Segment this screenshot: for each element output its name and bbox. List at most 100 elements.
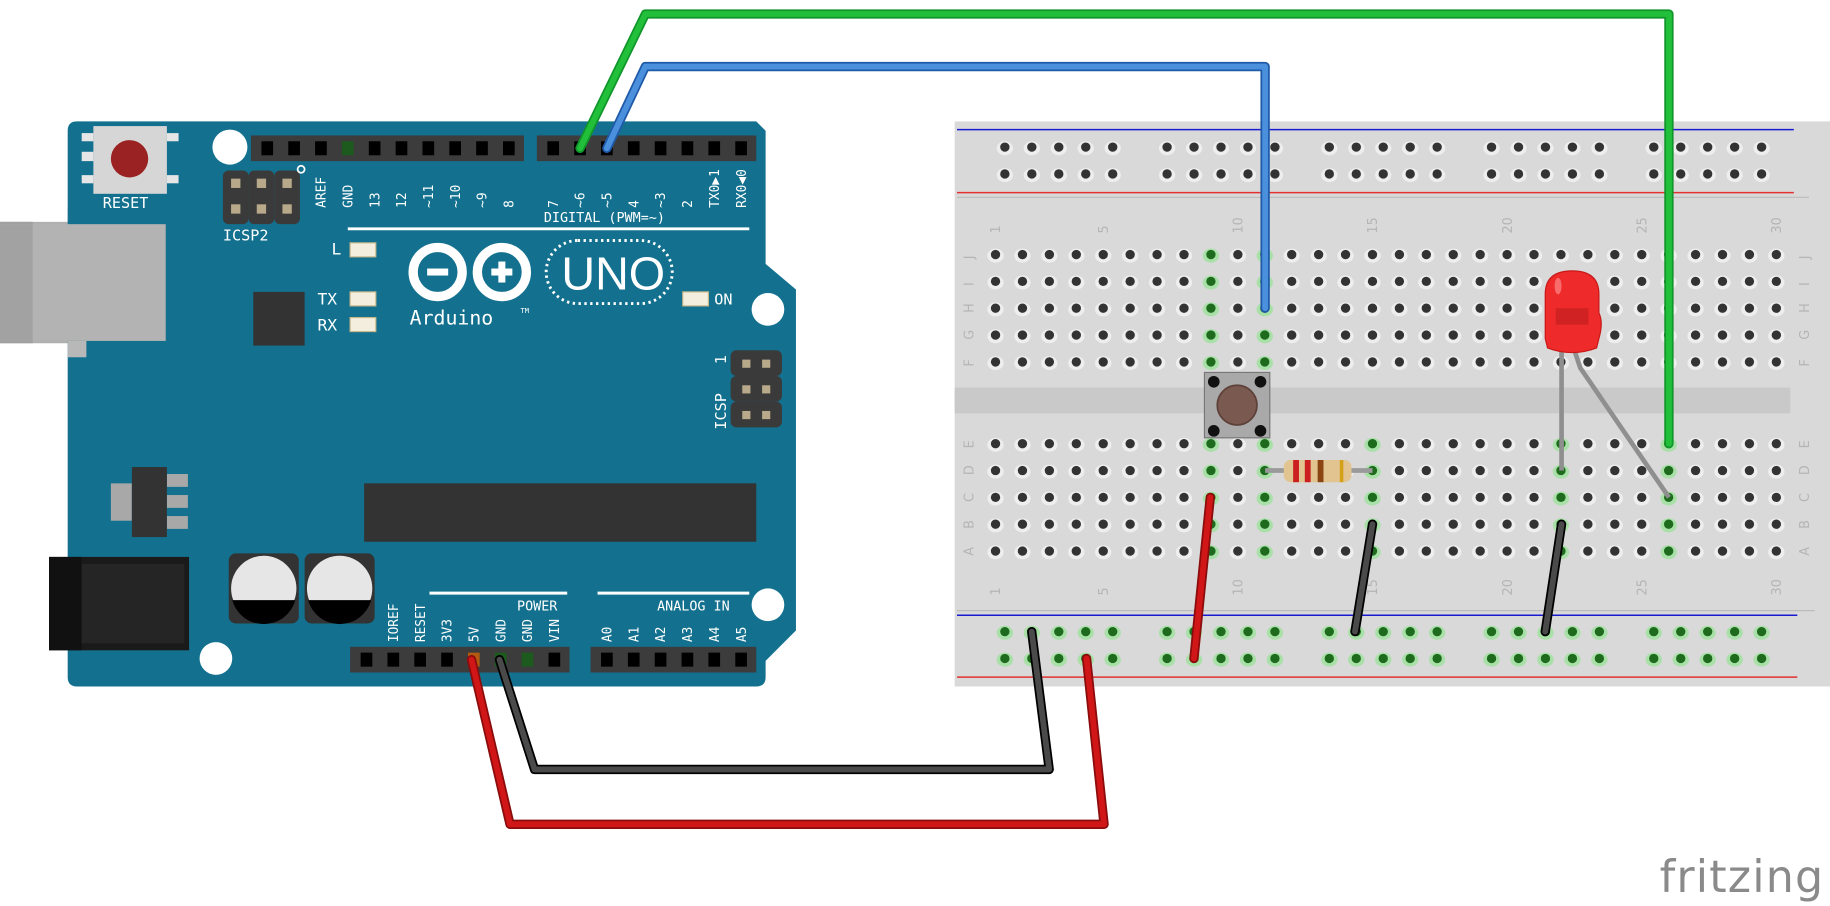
- breadboard-hole[interactable]: [1098, 519, 1108, 529]
- breadboard-hole[interactable]: [1071, 357, 1081, 367]
- breadboard-hole[interactable]: [1502, 438, 1512, 449]
- breadboard-hole[interactable]: [1529, 438, 1539, 449]
- breadboard-hole[interactable]: [1044, 357, 1055, 367]
- breadboard-hole[interactable]: [1017, 438, 1028, 449]
- breadboard-hole[interactable]: [1513, 626, 1524, 637]
- breadboard-hole[interactable]: [1287, 492, 1297, 503]
- breadboard-hole[interactable]: [1378, 653, 1388, 664]
- breadboard-hole[interactable]: [1179, 465, 1189, 476]
- header-pin[interactable]: [341, 141, 354, 156]
- breadboard-hole[interactable]: [1367, 330, 1378, 340]
- breadboard-hole[interactable]: [1243, 626, 1253, 637]
- breadboard-hole[interactable]: [1421, 303, 1431, 313]
- breadboard-hole[interactable]: [1502, 546, 1512, 556]
- breadboard-hole[interactable]: [1394, 330, 1405, 340]
- breadboard-hole[interactable]: [1421, 438, 1431, 449]
- breadboard-hole[interactable]: [1756, 653, 1767, 664]
- breadboard-hole[interactable]: [1152, 519, 1162, 529]
- breadboard-hole[interactable]: [1690, 546, 1701, 556]
- breadboard-hole[interactable]: [1260, 357, 1270, 367]
- breadboard-hole[interactable]: [1394, 465, 1405, 476]
- breadboard-hole[interactable]: [1690, 330, 1701, 340]
- breadboard-hole[interactable]: [1771, 465, 1782, 476]
- breadboard-hole[interactable]: [1690, 276, 1701, 287]
- wire-black-led[interactable]: [1540, 519, 1567, 637]
- breadboard-hole[interactable]: [1233, 357, 1243, 367]
- breadboard-hole[interactable]: [1000, 142, 1010, 152]
- breadboard-hole[interactable]: [1502, 276, 1512, 287]
- breadboard-hole[interactable]: [1475, 465, 1485, 476]
- header-pin[interactable]: [503, 141, 515, 156]
- breadboard-hole[interactable]: [1637, 519, 1647, 529]
- breadboard-hole[interactable]: [1583, 546, 1593, 556]
- breadboard-hole[interactable]: [1529, 465, 1539, 476]
- breadboard-hole[interactable]: [1367, 249, 1378, 260]
- breadboard-hole[interactable]: [1676, 653, 1686, 664]
- breadboard-hole[interactable]: [1703, 169, 1713, 179]
- breadboard-hole[interactable]: [990, 249, 1001, 260]
- breadboard-hole[interactable]: [1071, 438, 1081, 449]
- breadboard-hole[interactable]: [1744, 303, 1755, 313]
- breadboard-hole[interactable]: [1313, 330, 1324, 340]
- breadboard-hole[interactable]: [1663, 519, 1674, 529]
- breadboard-hole[interactable]: [1676, 626, 1686, 637]
- breadboard-hole[interactable]: [990, 357, 1001, 367]
- breadboard-hole[interactable]: [1378, 626, 1388, 637]
- breadboard-hole[interactable]: [1108, 142, 1118, 152]
- breadboard-hole[interactable]: [1243, 142, 1253, 152]
- header-pin[interactable]: [708, 141, 721, 156]
- breadboard-hole[interactable]: [1125, 330, 1135, 340]
- breadboard-hole[interactable]: [1717, 546, 1728, 556]
- breadboard-hole[interactable]: [1152, 492, 1162, 503]
- breadboard-hole[interactable]: [1448, 519, 1458, 529]
- header-pin[interactable]: [708, 652, 721, 667]
- breadboard-hole[interactable]: [1405, 169, 1415, 179]
- breadboard-hole[interactable]: [1017, 330, 1028, 340]
- breadboard-hole[interactable]: [1394, 276, 1405, 287]
- breadboard-hole[interactable]: [1017, 519, 1028, 529]
- breadboard-hole[interactable]: [1313, 519, 1324, 529]
- header-pin[interactable]: [422, 141, 435, 156]
- breadboard-hole[interactable]: [1000, 653, 1010, 664]
- header-pin[interactable]: [395, 141, 408, 156]
- breadboard-hole[interactable]: [1610, 330, 1620, 340]
- breadboard-hole[interactable]: [1044, 303, 1055, 313]
- breadboard-hole[interactable]: [1270, 653, 1280, 664]
- breadboard-hole[interactable]: [1513, 142, 1524, 152]
- breadboard-hole[interactable]: [1098, 438, 1108, 449]
- header-pin[interactable]: [521, 652, 534, 667]
- breadboard-hole[interactable]: [1313, 492, 1324, 503]
- breadboard-hole[interactable]: [1340, 546, 1351, 556]
- breadboard-hole[interactable]: [1394, 357, 1405, 367]
- breadboard-hole[interactable]: [1260, 546, 1270, 556]
- breadboard-hole[interactable]: [1717, 330, 1728, 340]
- wire-red-button[interactable]: [1189, 492, 1215, 664]
- breadboard-hole[interactable]: [1771, 519, 1782, 529]
- breadboard-hole[interactable]: [1475, 249, 1485, 260]
- header-pin[interactable]: [547, 141, 560, 156]
- breadboard-hole[interactable]: [1486, 626, 1497, 637]
- breadboard-hole[interactable]: [1486, 142, 1497, 152]
- breadboard-hole[interactable]: [1260, 330, 1270, 340]
- breadboard-hole[interactable]: [1744, 438, 1755, 449]
- breadboard-hole[interactable]: [1771, 546, 1782, 556]
- breadboard-hole[interactable]: [1771, 276, 1782, 287]
- breadboard-hole[interactable]: [990, 330, 1001, 340]
- breadboard-hole[interactable]: [1502, 519, 1512, 529]
- breadboard-hole[interactable]: [1216, 169, 1226, 179]
- breadboard-hole[interactable]: [1351, 169, 1361, 179]
- breadboard-hole[interactable]: [1448, 249, 1458, 260]
- breadboard-hole[interactable]: [1098, 465, 1108, 476]
- breadboard-hole[interactable]: [1152, 249, 1162, 260]
- breadboard-hole[interactable]: [1260, 519, 1270, 529]
- breadboard-hole[interactable]: [1044, 438, 1055, 449]
- breadboard-hole[interactable]: [1475, 546, 1485, 556]
- breadboard-hole[interactable]: [1448, 546, 1458, 556]
- breadboard-hole[interactable]: [1610, 438, 1620, 449]
- breadboard-hole[interactable]: [1340, 276, 1351, 287]
- breadboard-hole[interactable]: [1529, 249, 1539, 260]
- breadboard-hole[interactable]: [1475, 303, 1485, 313]
- breadboard-hole[interactable]: [1637, 276, 1647, 287]
- breadboard-hole[interactable]: [1744, 492, 1755, 503]
- breadboard-hole[interactable]: [990, 519, 1001, 529]
